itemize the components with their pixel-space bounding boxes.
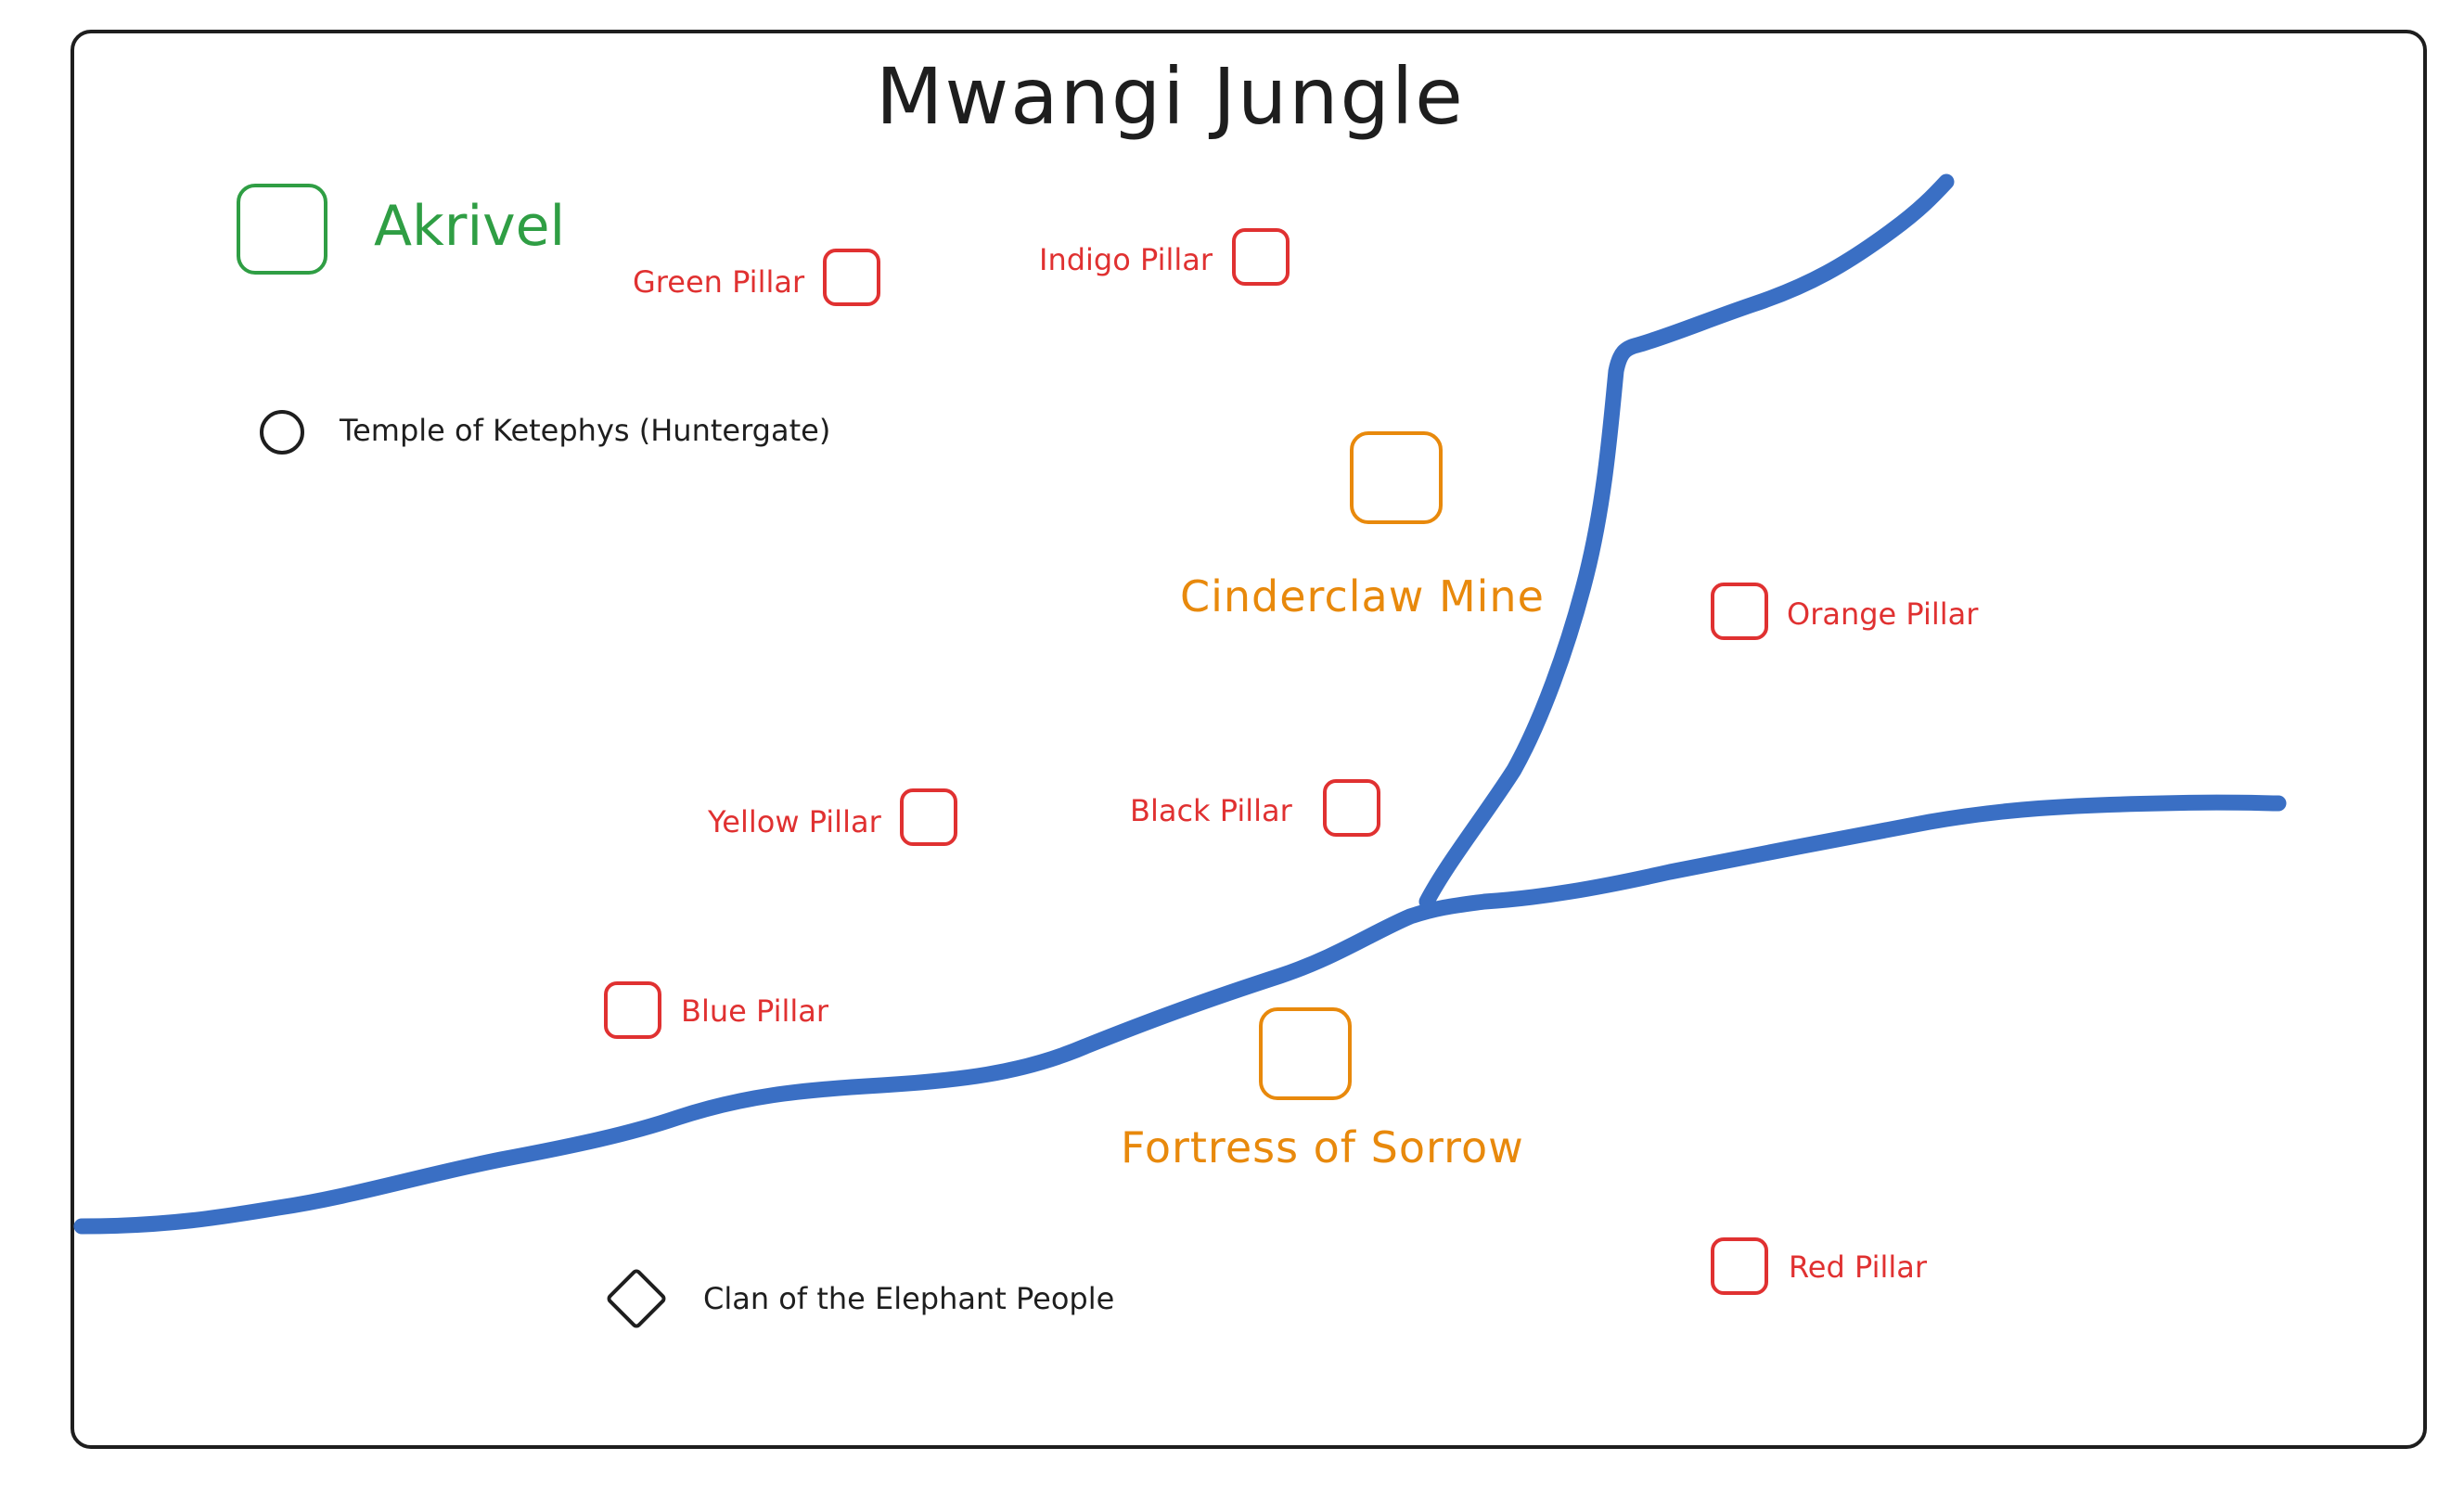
pillar-yellow-square-icon: [900, 788, 957, 846]
pillar-black-square-icon: [1323, 779, 1380, 837]
river-main: [73, 794, 2287, 1235]
site-fortress-square-icon: [1259, 1007, 1352, 1100]
pillar-blue-square-icon: [604, 981, 661, 1039]
temple-label: Temple of Ketephys (Huntergate): [340, 413, 831, 448]
map-frame: [71, 30, 2427, 1449]
pillar-label-orange: Orange Pillar: [1787, 596, 1979, 632]
site-label-fortress: Fortress of Sorrow: [1121, 1122, 1524, 1172]
pillar-label-red: Red Pillar: [1789, 1249, 1927, 1285]
pillar-label-blue: Blue Pillar: [681, 993, 829, 1029]
clan-label: Clan of the Elephant People: [703, 1281, 1115, 1316]
pillar-indigo-square-icon: [1232, 228, 1290, 286]
pillar-label-yellow: Yellow Pillar: [708, 804, 881, 839]
pillar-label-green: Green Pillar: [633, 264, 805, 300]
river-branch: [1418, 173, 1955, 910]
city-label-akrivel: Akrivel: [374, 194, 566, 259]
pillar-label-black: Black Pillar: [1130, 793, 1292, 828]
pillar-green-square-icon: [823, 249, 880, 306]
pillar-orange-square-icon: [1711, 583, 1768, 640]
map-title: Mwangi Jungle: [876, 51, 1465, 142]
city-square-marker-icon: [237, 184, 327, 275]
pillar-label-indigo: Indigo Pillar: [1039, 242, 1213, 277]
pillar-red-square-icon: [1711, 1237, 1768, 1295]
temple-circle-marker-icon: [260, 410, 304, 455]
site-label-cinderclaw: Cinderclaw Mine: [1180, 571, 1545, 621]
site-cinderclaw-square-icon: [1350, 431, 1443, 524]
